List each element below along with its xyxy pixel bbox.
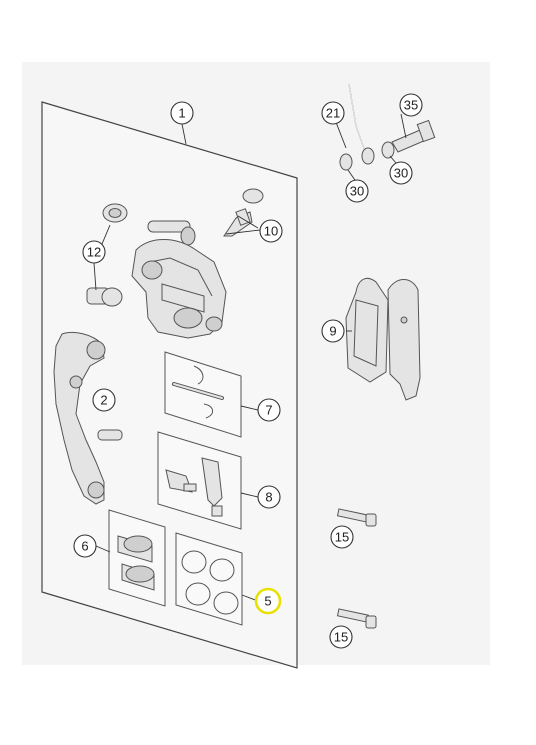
part-spring-kit: [165, 457, 223, 517]
part-pin-kit: [172, 365, 224, 419]
svg-text:5: 5: [264, 594, 271, 609]
svg-text:2: 2: [100, 393, 107, 408]
svg-text:30: 30: [350, 184, 364, 199]
svg-text:15: 15: [334, 630, 348, 645]
part-piston-kit: [117, 535, 155, 591]
callout-15-upper[interactable]: 15: [330, 525, 354, 549]
part-brake-line: [348, 83, 375, 165]
svg-text:8: 8: [265, 490, 272, 505]
part-copper-washers: [339, 141, 395, 171]
callout-35[interactable]: 35: [399, 93, 423, 117]
part-caliper-housing: [131, 220, 227, 339]
svg-text:21: 21: [326, 106, 340, 121]
callout-30-left[interactable]: 30: [345, 179, 369, 203]
svg-text:15: 15: [335, 530, 349, 545]
callout-30-right[interactable]: 30: [389, 161, 413, 185]
svg-text:7: 7: [265, 403, 272, 418]
svg-text:30: 30: [394, 166, 408, 181]
part-seal-kit: [181, 550, 239, 615]
callout-15-lower[interactable]: 15: [329, 625, 353, 649]
part-caliper-support: [53, 331, 123, 505]
svg-text:12: 12: [87, 245, 101, 260]
svg-text:10: 10: [264, 224, 278, 239]
callout-5-highlighted[interactable]: 5: [254, 587, 282, 615]
svg-text:1: 1: [178, 106, 185, 121]
part-brake-pads: [345, 277, 421, 401]
callout-1[interactable]: 1: [170, 101, 194, 125]
callout-9[interactable]: 9: [321, 319, 345, 343]
callout-6[interactable]: 6: [73, 534, 97, 558]
callout-7[interactable]: 7: [257, 398, 281, 422]
callout-12[interactable]: 12: [82, 240, 106, 264]
kit-frame-5: [175, 532, 243, 626]
callout-21[interactable]: 21: [321, 101, 345, 125]
svg-text:9: 9: [329, 324, 336, 339]
svg-text:6: 6: [81, 539, 88, 554]
part-bleeder-cap: [102, 203, 128, 223]
part-guide-bushing: [86, 287, 123, 307]
callout-8[interactable]: 8: [257, 485, 281, 509]
part-bleeder-screw: [223, 188, 264, 237]
callout-2[interactable]: 2: [92, 388, 116, 412]
part-screw-upper: [336, 508, 377, 527]
svg-text:35: 35: [404, 98, 418, 113]
part-banjo-bolt: [391, 119, 436, 153]
kit-frame-8: [157, 431, 242, 530]
callout-10[interactable]: 10: [259, 219, 283, 243]
part-screw-lower: [336, 608, 377, 629]
